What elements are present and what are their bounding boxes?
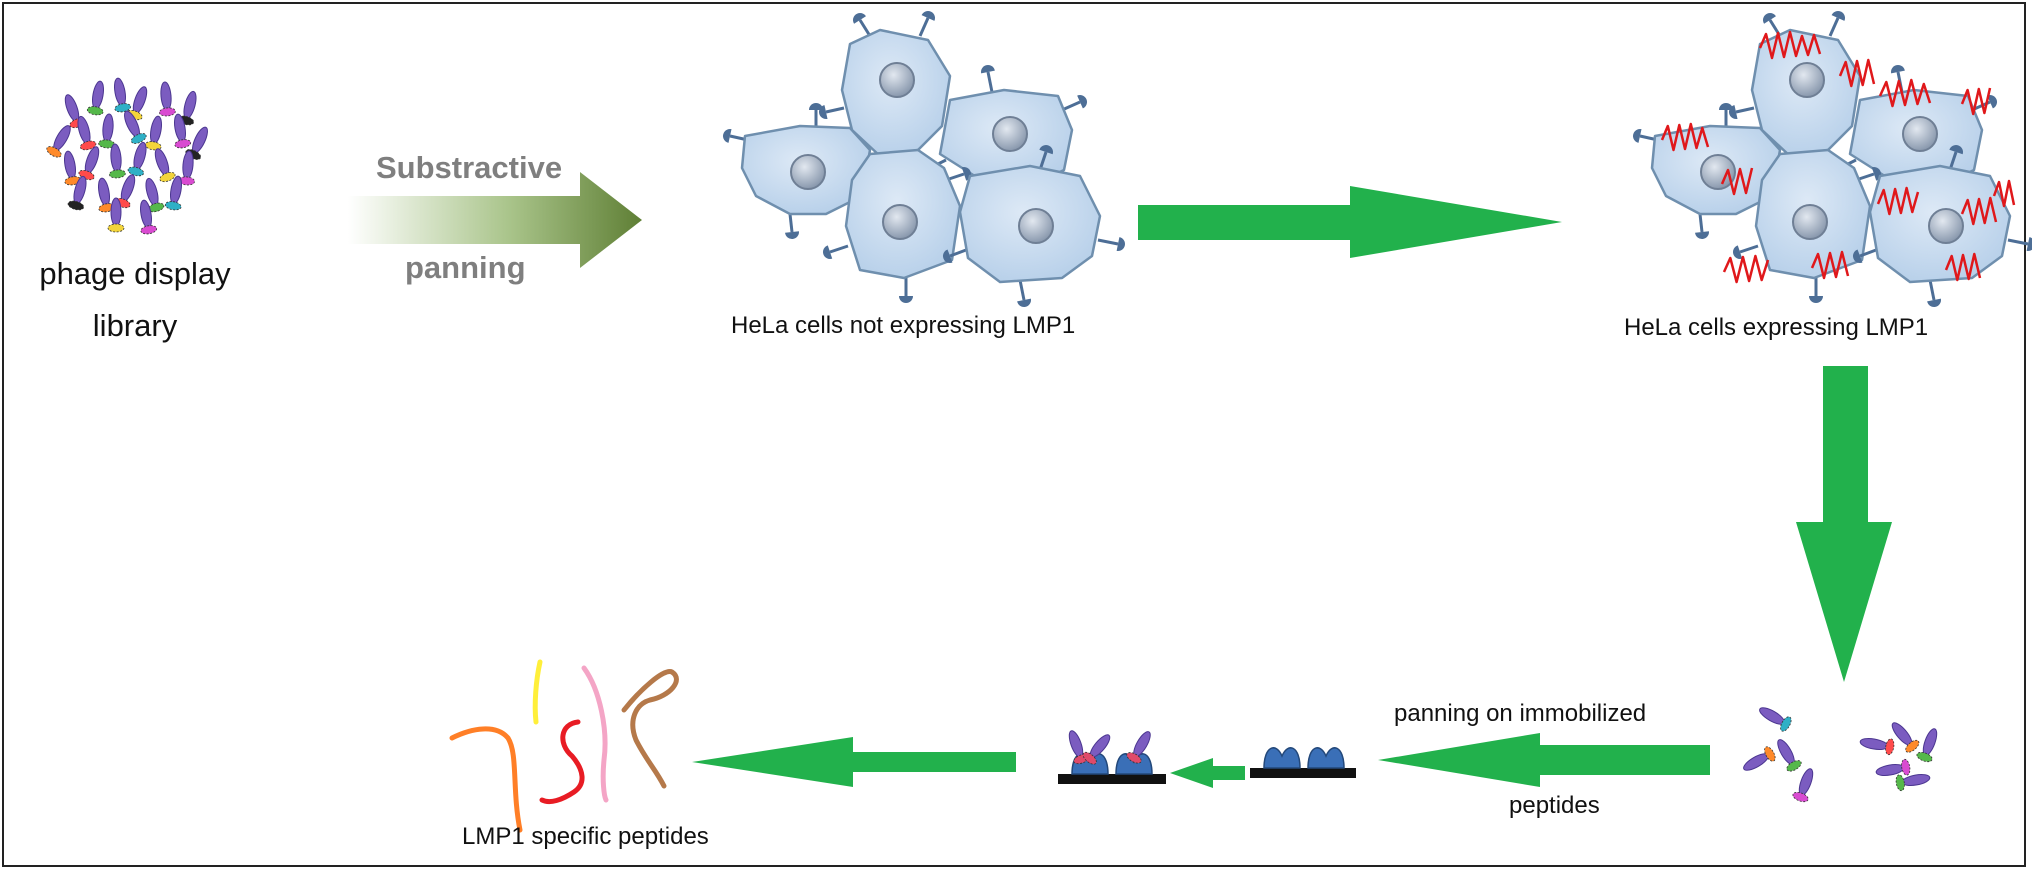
library-phage bbox=[144, 115, 162, 151]
library-phage bbox=[154, 148, 176, 183]
eluted-phage bbox=[1759, 707, 1792, 732]
arrow-to-expressing-cells bbox=[1138, 186, 1562, 258]
eluted-phages-icon bbox=[1743, 707, 1938, 803]
lmp1-scribble bbox=[1722, 254, 1770, 284]
lmp1-scribble bbox=[1960, 196, 1998, 226]
library-phage bbox=[124, 110, 147, 144]
immobilized-label-line2: peptides bbox=[1509, 792, 1600, 819]
lmp1-scribble bbox=[1720, 167, 1754, 196]
lmp1-scribble bbox=[1758, 30, 1822, 60]
peptide-brown bbox=[621, 669, 679, 789]
immobilized-peptide bbox=[1263, 747, 1301, 769]
lmp1-scribble bbox=[1944, 252, 1982, 282]
eluted-phage bbox=[1916, 728, 1938, 763]
eluted-phage bbox=[1895, 774, 1931, 792]
substractive-label: Substractive bbox=[376, 150, 563, 185]
peptide-pink bbox=[581, 665, 609, 803]
library-phage bbox=[114, 77, 132, 113]
peptide-red bbox=[539, 719, 585, 805]
library-phage bbox=[46, 125, 71, 158]
library-phage bbox=[109, 143, 126, 179]
specific-peptides-label: LMP1 specific peptides bbox=[462, 823, 709, 850]
hela-cell-lmp1 bbox=[1729, 11, 1862, 158]
library-phage bbox=[164, 175, 182, 211]
phage-library-label-line2: library bbox=[92, 308, 178, 343]
lmp1-scribble bbox=[1960, 87, 1992, 116]
bound-phage bbox=[1082, 734, 1111, 765]
hela-cells-not-expressing-group bbox=[723, 11, 1125, 307]
library-phage bbox=[98, 177, 116, 213]
hela-not-expressing-label: HeLa cells not expressing LMP1 bbox=[731, 312, 1076, 339]
hela-cell bbox=[819, 11, 952, 158]
arrow-to-specific-peptides bbox=[692, 737, 1016, 787]
bound-phage bbox=[1126, 731, 1151, 764]
surface-bar bbox=[1058, 774, 1166, 784]
lmp1-scribble bbox=[1992, 179, 2016, 208]
immobilized-peptides-bare bbox=[1250, 747, 1356, 778]
peptide-yellow bbox=[532, 659, 543, 725]
arrow-down-to-eluted-phages bbox=[1796, 366, 1892, 682]
hela-cell-lmp1 bbox=[1733, 148, 1881, 303]
hela-cells-expressing-group bbox=[1633, 11, 2032, 307]
phage-library-label: phage display library bbox=[10, 248, 260, 352]
library-phage bbox=[174, 113, 192, 149]
library-phage bbox=[78, 146, 100, 181]
lmp1-scribble bbox=[1838, 58, 1876, 88]
hela-cell bbox=[723, 103, 872, 239]
hela-cell bbox=[823, 148, 971, 303]
eluted-phage bbox=[1875, 758, 1911, 776]
immobilized-label-line1: panning on immobilized bbox=[1394, 700, 1647, 727]
library-phage bbox=[67, 175, 87, 211]
lmp1-scribble bbox=[1660, 122, 1710, 152]
eluted-phage bbox=[1743, 746, 1776, 771]
panning-label: panning bbox=[405, 250, 526, 285]
arrow-panning-on-immobilized bbox=[1378, 733, 1710, 787]
library-phage bbox=[98, 113, 115, 149]
immobilized-peptides-bound bbox=[1058, 730, 1166, 784]
hela-expressing-label: HeLa cells expressing LMP1 bbox=[1624, 314, 1929, 341]
library-phage bbox=[159, 81, 176, 117]
hela-cell bbox=[943, 145, 1125, 307]
library-phage bbox=[127, 141, 147, 177]
library-phage bbox=[107, 197, 125, 233]
eluted-phage bbox=[1792, 768, 1814, 803]
phage-library-icon bbox=[46, 77, 208, 235]
substractive-panning-arrow bbox=[348, 172, 642, 268]
library-phage bbox=[178, 150, 195, 186]
library-phage bbox=[77, 115, 97, 151]
eluted-phage bbox=[1859, 738, 1895, 756]
small-arrow-to-bound bbox=[1170, 758, 1245, 788]
lmp1-scribble bbox=[1810, 250, 1850, 280]
peptide-orange bbox=[449, 726, 523, 833]
surface-bar bbox=[1250, 768, 1356, 778]
lmp1-scribble bbox=[1878, 78, 1932, 108]
specific-peptides-icon bbox=[449, 659, 679, 833]
immobilized-peptide bbox=[1307, 747, 1345, 769]
lmp1-scribble bbox=[1876, 186, 1920, 216]
library-phage bbox=[86, 80, 104, 116]
eluted-phage bbox=[1777, 739, 1802, 772]
phage-library-label-line1: phage display bbox=[39, 256, 231, 291]
eluted-phage bbox=[1891, 722, 1920, 753]
library-phage bbox=[140, 199, 158, 235]
